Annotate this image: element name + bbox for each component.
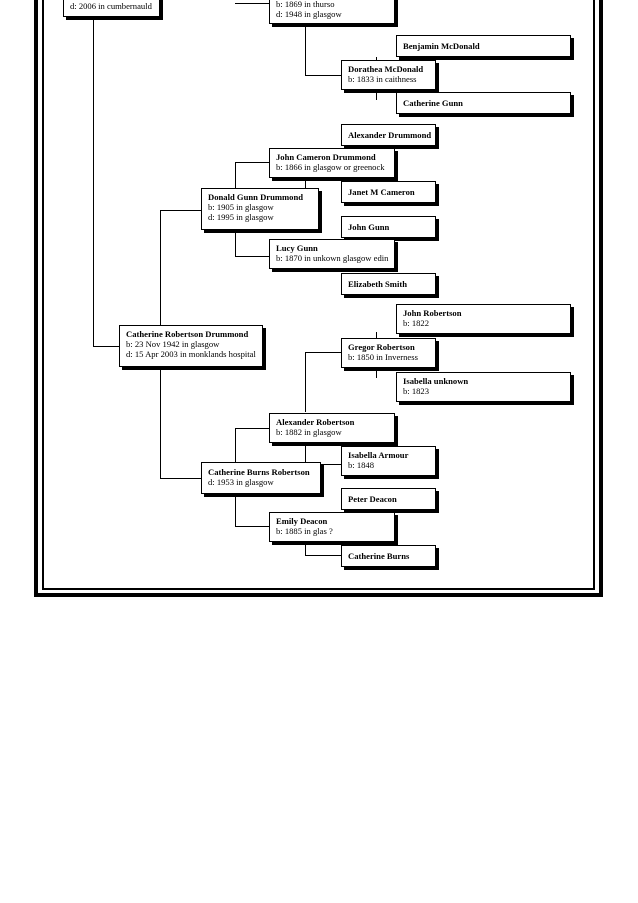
- person-birth: b: 23 Nov 1942 in glasgow: [126, 339, 220, 349]
- connector: [235, 526, 269, 527]
- connector: [235, 494, 236, 526]
- person-name: Dorathea McDonald: [348, 64, 424, 74]
- connector: [376, 332, 377, 340]
- person-name: Benjamin McDonald: [403, 41, 480, 51]
- person-birth: b: 1885 in glas ?: [276, 526, 333, 536]
- person-name: Catherine Burns: [348, 551, 410, 561]
- person-box-john-robertson[interactable]: John Robertson b: 1822: [396, 304, 571, 334]
- person-box-catherine-gunn[interactable]: Catherine Gunn: [396, 92, 571, 114]
- person-death: d: 2006 in cumbernauld: [70, 1, 152, 11]
- person-name: Janet M Cameron: [348, 187, 415, 197]
- person-box-elizabeth-smith[interactable]: Elizabeth Smith: [341, 273, 436, 295]
- person-name: Gregor Robertson: [348, 342, 415, 352]
- person-birth: b: 1833 in caithness: [348, 74, 417, 84]
- person-birth: b: 1870 in unkown glasgow edin: [276, 253, 389, 263]
- connector: [160, 478, 201, 479]
- connector: [305, 352, 306, 412]
- person-death: d: 1948 in glasgow: [276, 9, 342, 19]
- person-box-isabella-unknown[interactable]: Isabella unknown b: 1823: [396, 372, 571, 402]
- person-birth: b: 1850 in Inverness: [348, 352, 418, 362]
- connector: [93, 346, 119, 347]
- connector: [93, 16, 94, 347]
- person-box-top-left[interactable]: d: 2006 in cumbernauld: [63, 0, 160, 17]
- person-box-alexander-robertson[interactable]: Alexander Robertson b: 1882 in glasgow: [269, 413, 395, 443]
- person-name: Donald Gunn Drummond: [208, 192, 304, 202]
- person-box-alexander-drummond[interactable]: Alexander Drummond: [341, 124, 436, 146]
- connector: [305, 555, 341, 556]
- connector: [235, 3, 269, 4]
- person-name: Alexander Drummond: [348, 130, 432, 140]
- person-box-top-center[interactable]: b: 1869 in thurso d: 1948 in glasgow: [269, 0, 395, 24]
- person-box-catherine-robertson-drummond[interactable]: Catherine Robertson Drummond b: 23 Nov 1…: [119, 325, 263, 367]
- person-box-dorathea-mcdonald[interactable]: Dorathea McDonald b: 1833 in caithness: [341, 60, 436, 90]
- person-box-isabella-armour[interactable]: Isabella Armour b: 1848: [341, 446, 436, 476]
- page-border-outer: [34, 0, 603, 597]
- connector: [305, 444, 306, 464]
- person-name: John Gunn: [348, 222, 390, 232]
- person-box-janet-m-cameron[interactable]: Janet M Cameron: [341, 181, 436, 203]
- connector: [305, 541, 306, 555]
- person-name: Peter Deacon: [348, 494, 397, 504]
- connector: [235, 230, 236, 256]
- connector: [305, 24, 306, 75]
- person-box-emily-deacon[interactable]: Emily Deacon b: 1885 in glas ?: [269, 512, 395, 542]
- person-name: Isabella Armour: [348, 450, 409, 460]
- connector: [160, 210, 201, 211]
- person-death: d: 15 Apr 2003 in monklands hospital: [126, 349, 256, 359]
- person-box-peter-deacon[interactable]: Peter Deacon: [341, 488, 436, 510]
- person-birth: b: 1848: [348, 460, 375, 470]
- person-box-catherine-burns[interactable]: Catherine Burns: [341, 545, 436, 567]
- person-box-john-cameron-drummond[interactable]: John Cameron Drummond b: 1866 in glasgow…: [269, 148, 395, 178]
- person-birth: b: 1869 in thurso: [276, 0, 335, 9]
- person-name: Catherine Gunn: [403, 98, 463, 108]
- person-box-catherine-burns-robertson[interactable]: Catherine Burns Robertson d: 1953 in gla…: [201, 462, 321, 494]
- person-name: Catherine Robertson Drummond: [126, 329, 249, 339]
- connector: [305, 75, 341, 76]
- connector: [235, 256, 269, 257]
- person-box-donald-gunn-drummond[interactable]: Donald Gunn Drummond b: 1905 in glasgow …: [201, 188, 319, 230]
- person-name: Catherine Burns Robertson: [208, 467, 310, 477]
- person-name: Lucy Gunn: [276, 243, 318, 253]
- person-box-lucy-gunn[interactable]: Lucy Gunn b: 1870 in unkown glasgow edin: [269, 239, 395, 269]
- connector: [305, 464, 341, 465]
- connector: [235, 162, 236, 188]
- connector: [235, 428, 269, 429]
- person-birth: b: 1823: [403, 386, 430, 396]
- person-name: Emily Deacon: [276, 516, 328, 526]
- person-name: John Cameron Drummond: [276, 152, 376, 162]
- person-name: Elizabeth Smith: [348, 279, 407, 289]
- page-border-inner: [42, 0, 595, 590]
- connector: [160, 369, 161, 479]
- person-name: John Robertson: [403, 308, 462, 318]
- person-box-john-gunn[interactable]: John Gunn: [341, 216, 436, 238]
- person-birth: b: 1822: [403, 318, 430, 328]
- person-box-benjamin-mcdonald[interactable]: Benjamin McDonald: [396, 35, 571, 57]
- person-birth: b: 1882 in glasgow: [276, 427, 342, 437]
- person-box-gregor-robertson[interactable]: Gregor Robertson b: 1850 in Inverness: [341, 338, 436, 368]
- person-name: Alexander Robertson: [276, 417, 355, 427]
- person-name: Isabella unknown: [403, 376, 469, 386]
- connector: [235, 162, 269, 163]
- connector: [376, 369, 377, 378]
- connector: [376, 90, 377, 100]
- person-birth: b: 1905 in glasgow: [208, 202, 274, 212]
- connector: [305, 352, 341, 353]
- connector: [305, 173, 306, 189]
- person-death: d: 1995 in glasgow: [208, 212, 274, 222]
- person-death: d: 1953 in glasgow: [208, 477, 274, 487]
- connector: [235, 428, 236, 463]
- person-birth: b: 1866 in glasgow or greenock: [276, 162, 385, 172]
